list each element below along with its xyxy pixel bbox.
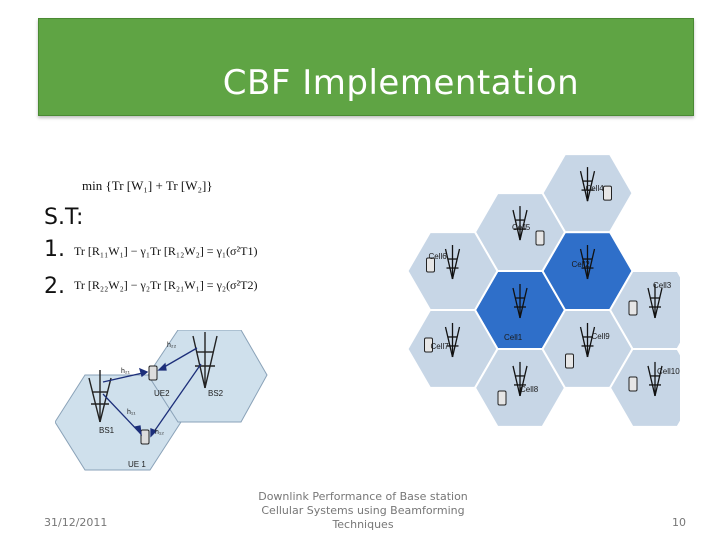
objective-expression: min {Tr [W₁] + Tr [W₂]} — [82, 178, 213, 193]
phone-icon — [426, 257, 435, 273]
tower-icon — [512, 284, 528, 319]
phone-icon — [497, 390, 507, 406]
tower-icon — [579, 322, 596, 358]
link-h21 — [102, 371, 148, 383]
label-h11: h₁₁ — [127, 409, 136, 416]
tower-icon — [512, 361, 528, 397]
cell-hexagon — [608, 348, 680, 428]
phone-icon — [628, 376, 638, 392]
ue1-phone-icon — [140, 429, 150, 445]
st-label: S.T: — [44, 205, 84, 230]
tower-icon — [444, 322, 461, 358]
label-ue2: UE2 — [154, 389, 170, 398]
footer-title-line-1: Downlink Performance of Base station — [258, 490, 468, 503]
phone-icon — [628, 300, 638, 316]
cell-10: Cell10 — [608, 348, 680, 428]
label-h22: h₂₂ — [167, 342, 177, 349]
phone-icon — [424, 337, 433, 353]
cell-6: Cell6 — [406, 231, 499, 311]
phone-icon — [535, 230, 545, 246]
title-bar: CBF Implementation — [38, 18, 694, 116]
ue2-phone-icon — [148, 365, 158, 381]
footer-page-number: 10 — [672, 516, 686, 529]
tower-icon — [579, 245, 596, 280]
footer-date: 31/12/2011 — [44, 516, 108, 529]
two-cell-diagram: BS1 BS2 UE 1 UE2 h₂₁ h₁₁ h₂₂ h₁₂ — [55, 330, 268, 471]
phone-icon — [603, 185, 612, 201]
label-bs1: BS1 — [99, 426, 115, 435]
constraint-1-expression: Tr [R₁₁W₁] − γ₁Tr [R₁₂W₂] = γ₁(σ²T1) — [74, 244, 258, 258]
label-ue1: UE 1 — [128, 460, 146, 469]
footer-title-line-2: Cellular Systems using Beamforming — [261, 504, 465, 517]
label-h21: h₂₁ — [121, 368, 131, 375]
slide-title: CBF Implementation — [222, 63, 580, 103]
cell-label: Cell8 — [520, 385, 539, 394]
cell-label: Cell6 — [429, 252, 448, 261]
tower-icon — [579, 167, 596, 202]
label-bs2: BS2 — [208, 389, 224, 398]
footer-title: Downlink Performance of Base station Cel… — [258, 490, 468, 532]
cell-label: Cell5 — [512, 223, 531, 232]
cell-label: Cell1 — [504, 333, 523, 342]
cell-label: Cell3 — [653, 281, 672, 290]
constraint-2-number: 2. — [44, 274, 65, 299]
cell-label: Cell10 — [657, 367, 680, 376]
link-h12 — [150, 363, 202, 437]
phone-icon — [565, 353, 574, 369]
constraint-1-number: 1. — [44, 237, 65, 262]
constraint-2-expression: Tr [R₂₂W₂] − γ₂Tr [R₂₁W₁] = γ₂(σ²T2) — [74, 278, 258, 292]
footer-title-line-3: Techniques — [332, 518, 394, 531]
cell-label: Cell2 — [572, 260, 591, 269]
tower-bs2-icon — [192, 332, 218, 389]
cell-label: Cell9 — [592, 332, 611, 341]
cell-label: Cell7 — [431, 342, 450, 351]
tower-bs1-icon — [88, 370, 112, 423]
tower-icon — [647, 361, 663, 397]
tower-icon — [512, 206, 528, 241]
label-h12: h₁₂ — [155, 429, 164, 436]
cell-label: Cell4 — [586, 184, 605, 193]
tower-icon — [647, 284, 663, 319]
tower-icon — [444, 245, 461, 280]
